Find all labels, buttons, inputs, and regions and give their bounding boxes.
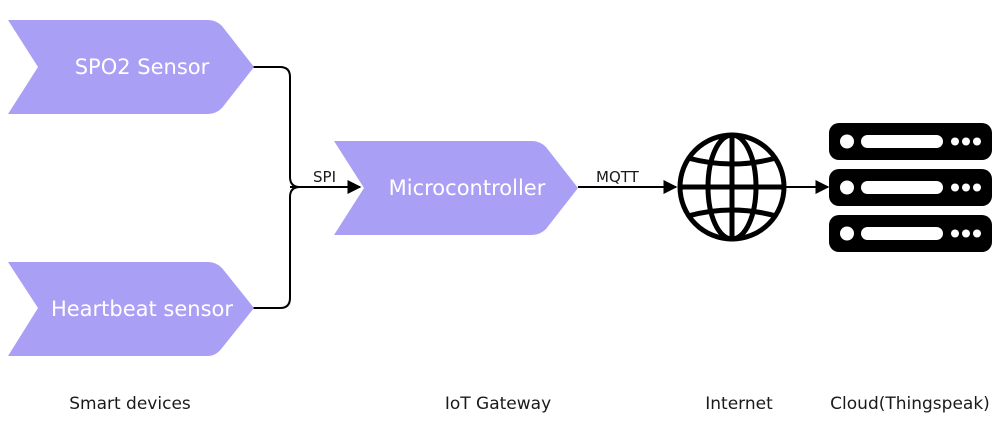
spo2-connector bbox=[252, 66, 301, 188]
spo2-sensor-label: SPO2 Sensor bbox=[75, 55, 210, 79]
server-unit bbox=[829, 123, 992, 160]
caption-iot-gateway: IoT Gateway bbox=[445, 394, 551, 414]
caption-cloud: Cloud(Thingspeak) bbox=[830, 394, 990, 414]
globe-icon bbox=[677, 132, 787, 242]
heartbeat-connector bbox=[252, 186, 301, 309]
heartbeat-sensor-node: Heartbeat sensor bbox=[8, 262, 254, 356]
microcontroller-label: Microcontroller bbox=[389, 176, 546, 200]
microcontroller-shape bbox=[334, 141, 578, 235]
microcontroller-node: Microcontroller bbox=[334, 141, 578, 235]
heartbeat-sensor-label: Heartbeat sensor bbox=[51, 297, 233, 321]
caption-smart-devices: Smart devices bbox=[69, 394, 191, 414]
sensor-connectors bbox=[252, 66, 830, 309]
caption-internet: Internet bbox=[705, 394, 773, 414]
server-unit bbox=[829, 169, 992, 206]
server-stack-icon bbox=[829, 123, 992, 252]
heartbeat-sensor-shape bbox=[8, 262, 254, 356]
server-unit bbox=[829, 215, 992, 252]
mqtt-label: MQTT bbox=[596, 168, 640, 186]
spo2-sensor-shape bbox=[8, 20, 254, 114]
spi-label: SPI bbox=[313, 168, 336, 186]
spo2-sensor-node: SPO2 Sensor bbox=[8, 20, 254, 114]
